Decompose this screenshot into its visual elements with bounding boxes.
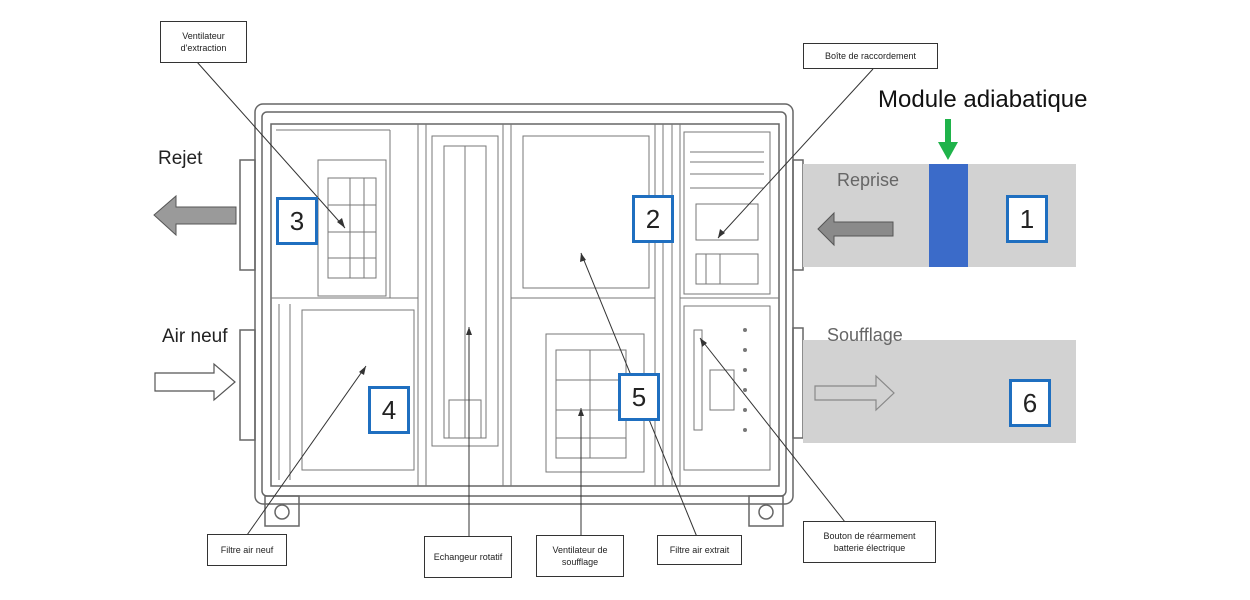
soufflage-label: Soufflage <box>827 325 903 345</box>
extraction-fan-drawing <box>317 159 387 297</box>
adiabatic-band <box>929 164 968 267</box>
number-box-6: 6 <box>1009 379 1051 427</box>
number-box-5: 5 <box>618 373 660 421</box>
callout-ventilateur-soufflage: Ventilateur de soufflage <box>536 535 624 577</box>
module-adiabatique-title: Module adiabatique <box>878 86 1088 113</box>
callout-ventilateur-extraction: Ventilateur d'extraction <box>160 21 247 63</box>
callout-bouton-rearmement: Bouton de réarmement batterie électrique <box>803 521 936 563</box>
callout-filtre-air-extrait: Filtre air extrait <box>657 535 742 565</box>
return-flow-arrow-icon <box>817 211 894 247</box>
junction-box-drawing <box>683 131 771 295</box>
number-box-3: 3 <box>276 197 318 245</box>
green-arrow-icon <box>938 119 958 160</box>
number-box-1: 1 <box>1006 195 1048 243</box>
reset-panel-drawing <box>683 305 771 471</box>
callout-echangeur-rotatif: Echangeur rotatif <box>424 536 512 578</box>
internal-partitions <box>271 124 779 486</box>
fresh-air-filter-drawing <box>301 309 415 471</box>
air-neuf-label: Air neuf <box>162 326 228 347</box>
leader-arrowheads <box>337 218 725 416</box>
rejet-label: Rejet <box>158 148 203 169</box>
number-box-2: 2 <box>632 195 674 243</box>
callout-boite-raccordement: Boîte de raccordement <box>803 43 938 69</box>
fresh-air-arrow-icon <box>154 362 236 402</box>
supply-flow-arrow-icon <box>814 374 895 412</box>
callout-filtre-air-neuf: Filtre air neuf <box>207 534 287 566</box>
ahu-casing <box>239 103 804 527</box>
number-box-4: 4 <box>368 386 410 434</box>
exhaust-arrow-icon <box>153 194 237 237</box>
rotary-exchanger-drawing <box>431 135 499 447</box>
reprise-label: Reprise <box>837 170 900 190</box>
leader-lines <box>196 61 874 538</box>
